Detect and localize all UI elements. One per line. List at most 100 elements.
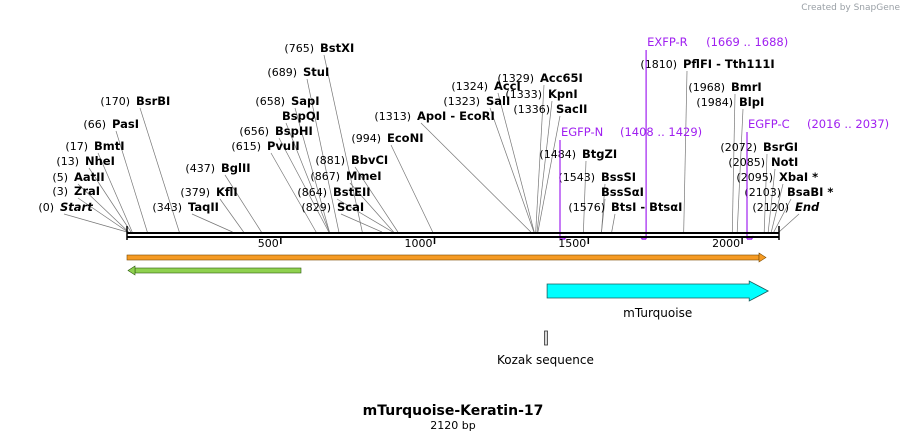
tick-label: 1000 bbox=[405, 237, 433, 250]
site-name: BstXI bbox=[320, 41, 354, 55]
site-pasi: (66)PasI bbox=[83, 117, 139, 131]
primer-name: EGFP-N bbox=[561, 125, 603, 139]
site-sali: (1323)SalI bbox=[443, 94, 510, 108]
site-name: TaqII bbox=[188, 200, 219, 214]
site-name: End bbox=[795, 200, 820, 214]
primer-range: (2016 .. 2037) bbox=[807, 117, 889, 131]
site-name: BglII bbox=[221, 161, 251, 175]
site-name: StuI bbox=[303, 65, 329, 79]
site-name: BssSαI bbox=[601, 185, 644, 199]
site-position: (829) bbox=[301, 201, 331, 214]
site-name: BlpI bbox=[739, 95, 764, 109]
site-econi: (994)EcoNI bbox=[351, 131, 423, 145]
site-line-bsteii bbox=[336, 198, 393, 233]
sequence-backbone bbox=[126, 226, 780, 240]
site-xbai: (2095)XbaI * bbox=[736, 170, 818, 184]
site-line-bsrgi bbox=[763, 153, 768, 233]
site-line-xbai bbox=[770, 183, 784, 233]
site-name: BbvCI bbox=[351, 153, 388, 167]
feature-arrow bbox=[546, 280, 770, 302]
site-name: AccI bbox=[494, 79, 521, 93]
primers: EXFP-R(1669 .. 1688) EGFP-N (1408 .. 1429)… bbox=[559, 35, 889, 240]
site-line-sacii bbox=[537, 115, 561, 233]
site-connector-lines bbox=[63, 54, 800, 233]
site-name: NotI bbox=[771, 155, 798, 169]
site-name: BstEII bbox=[333, 185, 371, 199]
site-name: BssSI bbox=[601, 170, 636, 184]
tick-label: 500 bbox=[258, 237, 279, 250]
snapgene-credit: Created by SnapGene bbox=[801, 3, 900, 13]
site-line-sali bbox=[489, 107, 535, 233]
site-position: (1313) bbox=[374, 110, 411, 123]
site-bmti: (17)BmtI bbox=[65, 139, 124, 153]
primer-range: (1669 .. 1688) bbox=[706, 35, 788, 49]
site-position: (1810) bbox=[640, 58, 677, 71]
site-line-bsphi bbox=[278, 137, 330, 233]
primer-name: EGFP-C bbox=[748, 117, 790, 131]
site-name: SapI bbox=[291, 94, 320, 108]
site-name: ZraI bbox=[74, 184, 100, 198]
site-kpni: (1333)KpnI bbox=[505, 87, 577, 101]
site-bsteii: (864) BstEII bbox=[297, 185, 370, 199]
site-line-bspqi bbox=[285, 122, 330, 233]
site-noti: (2085)NotI bbox=[728, 155, 798, 169]
site-bstxi: (765) BstXI bbox=[284, 41, 354, 55]
site-line-start bbox=[63, 213, 128, 233]
site-position: (2103) bbox=[744, 186, 781, 199]
site-taqii: (343) TaqII bbox=[152, 200, 219, 214]
site-line-zrai bbox=[77, 197, 129, 233]
site-line-stui bbox=[306, 78, 340, 233]
site-start: (0) Start bbox=[38, 200, 93, 214]
site-name: Start bbox=[60, 200, 93, 214]
site-name: Acc65I bbox=[540, 71, 583, 85]
site-bsrgi: (2072)BsrGI bbox=[720, 140, 798, 154]
orf-forward-bar bbox=[126, 252, 767, 263]
site-sacii: (1336) SacII bbox=[513, 102, 587, 116]
site-line-mmei bbox=[349, 182, 394, 233]
site-name: ScaI bbox=[337, 200, 364, 214]
site-bmri: (1968)BmrI bbox=[688, 80, 761, 94]
site-position: (343) bbox=[152, 201, 182, 214]
site-end: (2120)End bbox=[752, 200, 820, 214]
site-name: SacII bbox=[556, 102, 587, 116]
feature-label: Kozak sequence bbox=[497, 353, 594, 367]
site-position: (437) bbox=[185, 162, 215, 175]
site-line-bsss-i bbox=[601, 198, 606, 233]
site-bglii: (437) BglII bbox=[185, 161, 250, 175]
site-name: BtsI - BtsαI bbox=[611, 200, 682, 214]
site-aatii: (5) AatII bbox=[52, 170, 104, 184]
map-title: mTurquoise-Keratin-17 bbox=[363, 403, 544, 419]
orf-forward-arrow bbox=[758, 252, 767, 263]
site-line-acc65i bbox=[535, 84, 545, 233]
primer-exfp-r: EXFP-R(1669 .. 1688) bbox=[639, 35, 788, 240]
site-pflfi-tth111i: (1810) PflFI - Tth111I bbox=[640, 57, 774, 71]
feature-mturquoise: mTurquoise bbox=[546, 280, 770, 320]
site-position: (0) bbox=[38, 201, 54, 214]
site-name: PvuII bbox=[267, 139, 300, 153]
map-length: 2120 bp bbox=[430, 419, 475, 432]
site-position: (1333) bbox=[505, 88, 542, 101]
site-line-bsabi bbox=[773, 198, 792, 233]
orf-reverse-arrow bbox=[127, 265, 136, 276]
site-line-bmri bbox=[731, 93, 736, 233]
site-line-noti bbox=[767, 168, 776, 233]
site-bsphi: (656)BspHI bbox=[239, 124, 312, 138]
site-position: (1336) bbox=[513, 103, 550, 116]
site-name: AatII bbox=[74, 170, 105, 184]
site-name: NheI bbox=[85, 154, 115, 168]
site-position: (5) bbox=[52, 171, 68, 184]
site-pvuii: (615)PvuII bbox=[231, 139, 299, 153]
primer-range: (1408 .. 1429) bbox=[620, 125, 702, 139]
site-position: (765) bbox=[284, 42, 314, 55]
site-position: (1323) bbox=[443, 95, 480, 108]
site-name: PflFI - Tth111I bbox=[683, 57, 775, 71]
site-line-bstxi bbox=[323, 54, 363, 233]
site-position: (1576) bbox=[568, 201, 605, 214]
site-position: (864) bbox=[297, 186, 327, 199]
site-line-btsi-bts-i bbox=[611, 213, 616, 233]
site-line-econi bbox=[390, 144, 434, 233]
site-position: (1484) bbox=[539, 148, 576, 161]
site-line-pflfi-tth111i bbox=[683, 70, 688, 233]
